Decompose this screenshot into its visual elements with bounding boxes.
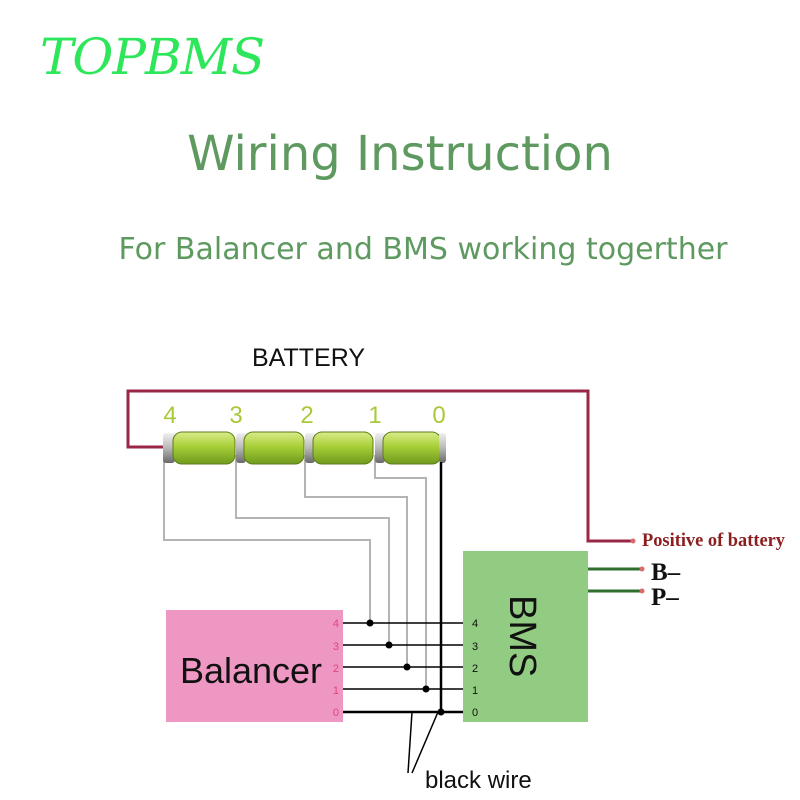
brand-logo: TOPBMS [40, 28, 265, 86]
cell-number-2: 2 [300, 402, 313, 429]
bms-pin-0: 0 [472, 707, 478, 719]
p-minus-label: P– [651, 584, 679, 611]
bms-pin-2: 2 [472, 663, 478, 675]
page-title: Wiring Instruction [187, 126, 613, 182]
positive-of-battery-label: Positive of battery [642, 530, 785, 551]
battery-cell [163, 431, 236, 465]
battery-cell [236, 431, 305, 465]
bms-pin-3: 3 [472, 641, 478, 653]
battery-label: BATTERY [252, 344, 365, 372]
battery-cell [375, 431, 446, 465]
cell-number-0: 0 [432, 402, 445, 429]
positive-wire [126, 389, 632, 543]
battery-cell [305, 431, 374, 465]
output-wires [588, 567, 640, 593]
black-wire-label: black wire [425, 767, 532, 794]
junction-dots [366, 619, 445, 716]
b-minus-label: B– [651, 559, 681, 586]
bus-wires [343, 622, 463, 714]
bms-pin-4: 4 [472, 618, 478, 630]
balancer-pin-4: 4 [333, 618, 339, 630]
wire-tips [630, 538, 645, 594]
balancer-box [166, 610, 343, 722]
balancer-label: Balancer [180, 650, 322, 691]
balance-wires [163, 455, 427, 689]
bms-label: BMS [501, 595, 543, 677]
cell-number-3: 3 [229, 402, 242, 429]
bms-box [463, 551, 588, 722]
balancer-pin-1: 1 [333, 685, 339, 697]
battery-pack [163, 431, 446, 465]
bms-pin-1: 1 [472, 685, 478, 697]
page-subtitle: For Balancer and BMS working togerther [118, 232, 728, 267]
balancer-pin-2: 2 [333, 663, 339, 675]
balancer-pin-3: 3 [333, 641, 339, 653]
black-wire-pointer [407, 711, 439, 774]
cell-number-1: 1 [368, 402, 381, 429]
cell-number-4: 4 [163, 402, 176, 429]
balancer-pin-0: 0 [333, 707, 339, 719]
